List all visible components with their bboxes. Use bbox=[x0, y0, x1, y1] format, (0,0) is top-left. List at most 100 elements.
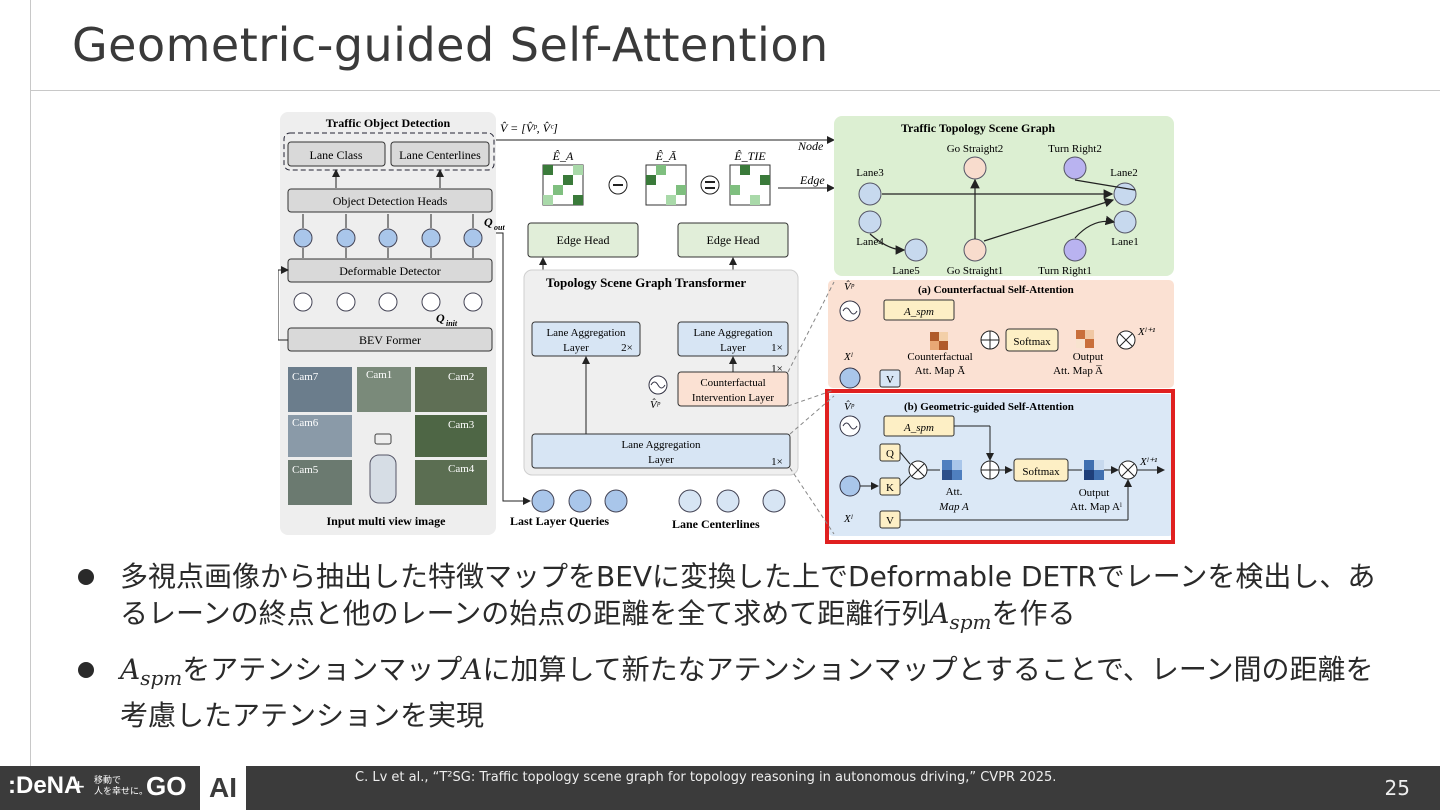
cam5-label: Cam5 bbox=[292, 464, 319, 476]
svg-text:Go Straight2: Go Straight2 bbox=[947, 143, 1004, 155]
svg-text:V̂ᵖ: V̂ᵖ bbox=[650, 398, 661, 411]
svg-text:Lane4: Lane4 bbox=[856, 236, 884, 248]
svg-text:Turn Right2: Turn Right2 bbox=[1048, 143, 1102, 155]
e-tie-label: Ê_TIE bbox=[733, 149, 766, 163]
svg-text:Xˡ⁺¹: Xˡ⁺¹ bbox=[1137, 326, 1155, 338]
e-a-label: Ê_A bbox=[552, 149, 574, 163]
lane-centerlines-box bbox=[390, 141, 490, 167]
svg-text:Output: Output bbox=[1079, 487, 1110, 499]
svg-text:K: K bbox=[886, 482, 894, 494]
svg-text:Lane2: Lane2 bbox=[1110, 167, 1137, 179]
last-layer-queries: Last Layer Queries bbox=[510, 514, 609, 528]
svg-text:Lane Aggregation: Lane Aggregation bbox=[693, 327, 773, 339]
svg-text:Att. Map Aˡ: Att. Map Aˡ bbox=[1070, 501, 1122, 513]
input-caption: Input multi view image bbox=[326, 514, 446, 528]
detection-title: Traffic Object Detection bbox=[326, 116, 451, 130]
bullet-item: AspmをアテンションマップAに加算して新たなアテンションマップとすることで、レ… bbox=[78, 651, 1398, 734]
svg-text:Softmax: Softmax bbox=[1013, 336, 1051, 348]
svg-text:Intervention Layer: Intervention Layer bbox=[692, 392, 774, 404]
cam3-label: Cam3 bbox=[448, 419, 475, 431]
scene-graph-panel bbox=[834, 116, 1174, 276]
svg-text:A_spm: A_spm bbox=[903, 422, 934, 434]
cam2-label: Cam2 bbox=[448, 371, 474, 383]
plus-sign: + bbox=[72, 774, 85, 799]
svg-text:Xˡ⁺¹: Xˡ⁺¹ bbox=[1139, 456, 1157, 468]
svg-text:Layer: Layer bbox=[563, 342, 589, 354]
svg-text:Softmax: Softmax bbox=[1022, 466, 1060, 478]
svg-text:Lane3: Lane3 bbox=[856, 167, 884, 179]
matrix-e-abar bbox=[645, 164, 687, 206]
panel-a-title: (a) Counterfactual Self-Attention bbox=[918, 284, 1074, 296]
panel-b-title: (b) Geometric-guided Self-Attention bbox=[904, 401, 1074, 413]
footer-bar: :DeNA + 移動で 人を幸せに。 GO AI C. Lv et al., “… bbox=[0, 766, 1440, 810]
svg-text:Go Straight1: Go Straight1 bbox=[947, 265, 1004, 277]
matrix-e-a bbox=[542, 164, 584, 206]
q-out-label: Q bbox=[484, 215, 493, 229]
svg-text:1×: 1× bbox=[771, 342, 783, 354]
cam1-label: Cam1 bbox=[366, 369, 392, 381]
slide-title: Geometric-guided Self-Attention bbox=[72, 18, 829, 72]
lane-class-box bbox=[287, 141, 386, 167]
svg-text:Layer: Layer bbox=[720, 342, 746, 354]
softmax-a-box bbox=[1005, 328, 1059, 352]
bullet-list: 多視点画像から抽出した特徴マップをBEVに変換した上でDeformable DE… bbox=[78, 558, 1398, 744]
svg-text:2×: 2× bbox=[621, 342, 633, 354]
go-caption: 移動で 人を幸せに。 bbox=[94, 776, 149, 797]
svg-text:Counterfactual: Counterfactual bbox=[907, 351, 972, 363]
camera-grid: Cam7 Cam1 Cam2 Cam6 Cam3 Cam5 Cam4 bbox=[288, 367, 487, 505]
svg-text:V̂ᵖ: V̂ᵖ bbox=[844, 280, 855, 293]
svg-text:Lane Aggregation: Lane Aggregation bbox=[546, 327, 626, 339]
object-detection-heads-label: Object Detection Heads bbox=[333, 194, 448, 208]
svg-text:1×: 1× bbox=[771, 456, 783, 468]
page-number: 25 bbox=[1384, 776, 1410, 800]
lane-centerlines-bottom: Lane Centerlines bbox=[672, 517, 760, 531]
svg-text:Layer: Layer bbox=[648, 454, 674, 466]
cam7-label: Cam7 bbox=[292, 371, 319, 383]
bev-former-label: BEV Former bbox=[359, 333, 421, 347]
svg-text:V: V bbox=[886, 374, 894, 386]
tsgt-title: Topology Scene Graph Transformer bbox=[546, 275, 746, 290]
svg-text:A_spm: A_spm bbox=[903, 306, 934, 318]
q-init-label: Q bbox=[436, 311, 445, 325]
edge-head-right-label: Edge Head bbox=[707, 233, 760, 247]
svg-text:Att.: Att. bbox=[946, 486, 963, 498]
bullet-text: 多視点画像から抽出した特徴マップをBEVに変換した上でDeformable DE… bbox=[120, 560, 1376, 634]
edge-label: Edge bbox=[799, 173, 825, 187]
svg-text:Lane Aggregation: Lane Aggregation bbox=[621, 439, 701, 451]
edge-head-left-label: Edge Head bbox=[557, 233, 610, 247]
svg-text:init: init bbox=[446, 319, 458, 328]
svg-text:Q: Q bbox=[886, 448, 894, 460]
scene-graph-title: Traffic Topology Scene Graph bbox=[901, 121, 1055, 135]
svg-text:V̂ᵖ: V̂ᵖ bbox=[844, 400, 855, 413]
vertical-rule bbox=[30, 0, 31, 766]
ai-badge: AI bbox=[200, 766, 246, 810]
dena-logo: :DeNA bbox=[8, 772, 82, 799]
cam4-label: Cam4 bbox=[448, 463, 475, 475]
highlight-box bbox=[825, 389, 1175, 544]
svg-text:Lane1: Lane1 bbox=[1111, 236, 1138, 248]
svg-text:V: V bbox=[886, 515, 894, 527]
svg-text:Att. Map Ā: Att. Map Ā bbox=[915, 365, 965, 377]
a-spm-box-a bbox=[883, 299, 955, 321]
edge-head-left-box bbox=[527, 222, 639, 258]
node-label: Node bbox=[797, 139, 824, 153]
bullet-dot bbox=[78, 662, 94, 678]
e-abar-label: Ê_Ā bbox=[655, 149, 677, 163]
svg-text:Lane5: Lane5 bbox=[892, 265, 920, 277]
title-underline bbox=[30, 90, 1440, 91]
tsgt-panel bbox=[523, 269, 799, 476]
bullet-item: 多視点画像から抽出した特徴マップをBEVに変換した上でDeformable DE… bbox=[78, 558, 1398, 641]
bullet-dot bbox=[78, 569, 94, 585]
matrix-e-tie bbox=[729, 164, 771, 206]
lane-class-label: Lane Class bbox=[310, 148, 363, 162]
v-hat-label: V̂ = [V̂ᵖ, V̂ᶜ] bbox=[500, 121, 558, 135]
cam6-label: Cam6 bbox=[292, 417, 319, 429]
svg-text:Att. Map A̅: Att. Map A̅ bbox=[1053, 365, 1103, 377]
lane-centerlines-label: Lane Centerlines bbox=[399, 148, 481, 162]
citation: C. Lv et al., “T²SG: Traffic topology sc… bbox=[355, 770, 1057, 785]
bullet-text: AspmをアテンションマップAに加算して新たなアテンションマップとすることで、レ… bbox=[120, 653, 1374, 732]
svg-text:Counterfactual: Counterfactual bbox=[700, 377, 765, 389]
object-detection-heads-box bbox=[287, 188, 493, 213]
deformable-detector-label: Deformable Detector bbox=[339, 264, 441, 278]
svg-text:Map A: Map A bbox=[938, 501, 969, 513]
